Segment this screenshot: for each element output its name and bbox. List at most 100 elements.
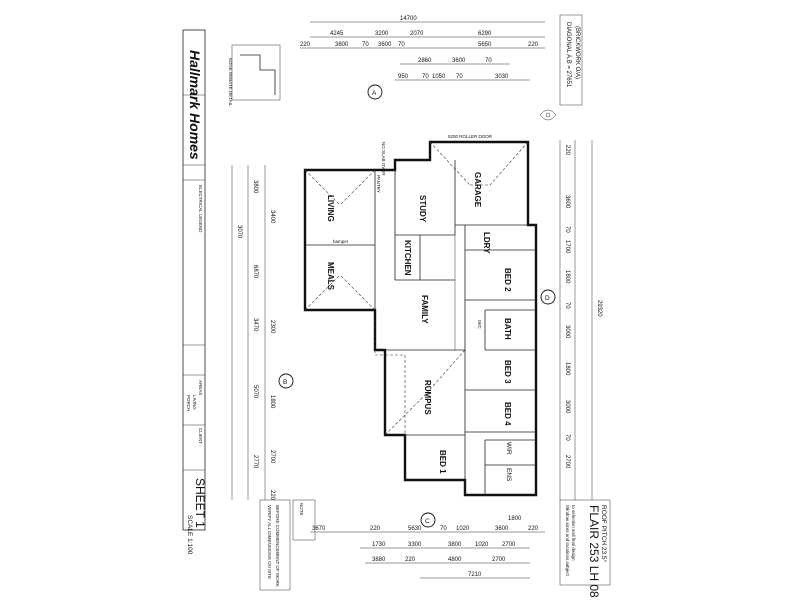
svg-text:220: 220	[370, 526, 381, 532]
edge-rebate-detail: EDGE REBATE DETAIL	[228, 44, 281, 107]
svg-text:3000: 3000	[564, 325, 570, 339]
diagonal-note: DIAGONAL A,B = 27651 (BRICKWORK O/A)	[559, 14, 583, 106]
svg-text:4800: 4800	[448, 557, 462, 563]
svg-text:3200: 3200	[375, 31, 389, 37]
svg-text:5630: 5630	[408, 526, 422, 532]
svg-text:1800: 1800	[508, 516, 522, 522]
svg-text:3600: 3600	[378, 42, 392, 48]
section-markers: A B C D	[278, 84, 556, 528]
svg-text:1020: 1020	[456, 526, 470, 532]
svg-text:70: 70	[564, 302, 570, 309]
svg-text:VERIFY ALL DIMENSIONS ON SITE: VERIFY ALL DIMENSIONS ON SITE	[267, 505, 272, 579]
room-family: FAMILY	[420, 295, 429, 324]
svg-text:6290: 6290	[478, 31, 492, 37]
svg-text:70: 70	[440, 526, 447, 532]
svg-text:2070: 2070	[410, 31, 424, 37]
svg-text:2700: 2700	[502, 542, 516, 548]
room-pantry: PANTRY	[376, 175, 381, 193]
room-wir: WIR	[505, 442, 512, 455]
svg-text:1800: 1800	[269, 395, 275, 409]
svg-text:1800: 1800	[564, 362, 570, 376]
left-dimensions: 3800 3400 3070 6870 2300 3470 5070 1800 …	[231, 165, 275, 501]
title-block: Hallmark Homes ELECTRICAL LEGEND AREAS L…	[182, 29, 281, 555]
svg-text:220: 220	[528, 42, 539, 48]
room-living: LIVING	[326, 195, 335, 222]
north-arrow-icon	[539, 109, 557, 121]
room-bed-1: BED 1	[438, 450, 447, 474]
svg-text:3670: 3670	[312, 526, 326, 532]
svg-text:NOTE: NOTE	[299, 503, 304, 516]
plan-name: FLAIR 253 LH 08	[587, 505, 601, 598]
svg-text:1700: 1700	[564, 240, 570, 254]
room-labels: LIVING MEALS STUDY GARAGE KITCHEN FAMILY…	[326, 172, 512, 482]
svg-text:3880: 3880	[372, 557, 386, 563]
svg-text:3030: 3030	[495, 74, 509, 80]
slab-note: NO SLAB OVER	[381, 142, 386, 176]
room-ensuite: ENS	[505, 468, 512, 482]
svg-text:3400: 3400	[269, 210, 275, 224]
svg-text:3470: 3470	[252, 318, 258, 332]
svg-text:5070: 5070	[252, 385, 258, 399]
svg-text:70: 70	[564, 226, 570, 233]
svg-text:3800: 3800	[448, 542, 462, 548]
room-study: STUDY	[418, 195, 427, 223]
svg-text:1800: 1800	[564, 270, 570, 284]
svg-text:EDGE REBATE DETAIL: EDGE REBATE DETAIL	[228, 58, 233, 107]
internal-walls	[305, 160, 536, 495]
svg-text:3070: 3070	[236, 225, 242, 239]
svg-text:1730: 1730	[372, 542, 386, 548]
svg-text:2770: 2770	[252, 455, 258, 469]
garage-roof-lines	[304, 141, 529, 436]
svg-text:220: 220	[269, 490, 275, 501]
svg-text:70: 70	[564, 434, 570, 441]
roof-pitch: ROOF PITCH 23.5°	[600, 505, 608, 563]
svg-text:1050: 1050	[432, 74, 446, 80]
sheet-number: SHEET 1	[193, 478, 207, 528]
svg-text:220: 220	[405, 557, 416, 563]
hamper-label: hamper	[333, 239, 349, 244]
svg-text:3600: 3600	[495, 526, 509, 532]
svg-text:BEFORE COMMENCEMENT OF WORK: BEFORE COMMENCEMENT OF WORK	[275, 505, 280, 587]
svg-text:70: 70	[362, 42, 369, 48]
marker-a: A	[372, 90, 377, 97]
svg-text:2700: 2700	[492, 557, 506, 563]
svg-text:70: 70	[485, 58, 492, 64]
svg-text:3600: 3600	[564, 195, 570, 209]
room-kitchen: KITCHEN	[403, 240, 412, 276]
svg-text:70: 70	[398, 42, 405, 48]
svg-text:to selection and final design: to selection and final design	[571, 505, 576, 561]
svg-text:29320: 29320	[596, 300, 602, 317]
svg-text:2300: 2300	[269, 320, 275, 334]
electrical-legend-title: ELECTRICAL LEGEND	[198, 185, 203, 233]
svg-text:1020: 1020	[475, 542, 489, 548]
top-dimensions: 14700 4245 3200 2070 6290 220 3800 70 36…	[300, 16, 545, 81]
svg-text:5650: 5650	[478, 42, 492, 48]
plan-name-block: Window sizes and locations subject to se…	[559, 499, 611, 598]
svg-text:3800: 3800	[335, 42, 349, 48]
marker-c: C	[425, 518, 430, 525]
bottom-dimensions: 3670 220 5630 70 1020 3600 220 1730 3300…	[310, 516, 545, 579]
svg-text:4245: 4245	[330, 31, 344, 37]
svg-text:220: 220	[564, 145, 570, 156]
room-wc: W/C	[477, 320, 482, 329]
svg-text:220: 220	[528, 526, 539, 532]
room-garage: GARAGE	[473, 172, 482, 208]
svg-text:70: 70	[456, 74, 463, 80]
room-bed-2: BED 2	[503, 268, 512, 292]
svg-text:70: 70	[422, 74, 429, 80]
room-rumpus: RUMPUS	[423, 380, 432, 415]
area-living: LIVING	[192, 395, 197, 410]
svg-text:3600: 3600	[452, 58, 466, 64]
brand-logo: Hallmark Homes	[187, 50, 203, 160]
room-bath: BATH	[503, 318, 512, 340]
sheet-scale: SCALE 1:100	[186, 515, 193, 555]
svg-text:14700: 14700	[400, 16, 417, 22]
room-bed-3: BED 3	[503, 360, 512, 384]
room-bed-4: BED 4	[503, 402, 512, 426]
roller-door-label: 5200 ROLLER DOOR	[448, 134, 493, 139]
svg-text:3300: 3300	[408, 542, 422, 548]
client-label: CLIENT	[198, 428, 203, 444]
marker-b: B	[283, 379, 287, 386]
svg-text:220: 220	[300, 42, 311, 48]
